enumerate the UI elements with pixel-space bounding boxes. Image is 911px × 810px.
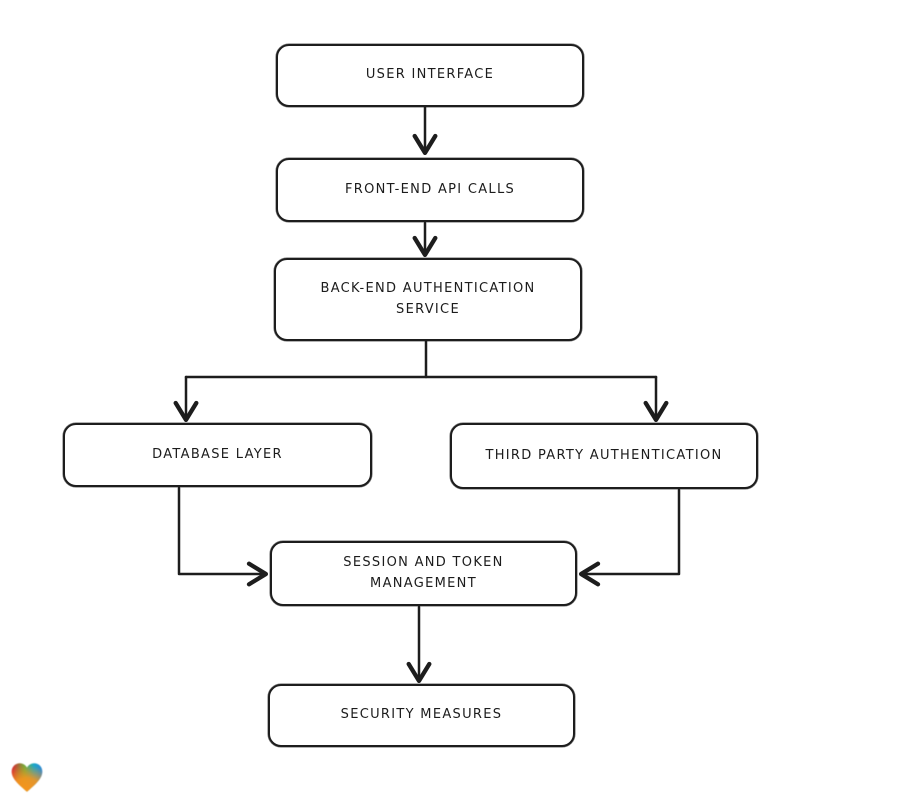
heart-icon bbox=[11, 763, 43, 792]
node-label-user-interface: USER INTERFACE bbox=[365, 67, 495, 83]
node-label-database-layer: DATABASE LAYER bbox=[152, 446, 283, 462]
edge-database-layer-to-session-token bbox=[177, 486, 269, 587]
node-security-measures: SECURITY MEASURES bbox=[268, 684, 575, 747]
node-user-interface: USER INTERFACE bbox=[276, 44, 584, 107]
node-label-security-measures: SECURITY MEASURES bbox=[340, 707, 503, 723]
edge-third-party-to-session-token bbox=[578, 488, 681, 587]
gradient-heart-logo[interactable] bbox=[9, 760, 45, 795]
node-label-back-end-authentication-service: BACK-END AUTHENTICATION SERVICE bbox=[320, 280, 536, 317]
node-database-layer: DATABASE LAYER bbox=[63, 423, 372, 487]
node-label-third-party-authentication: THIRD PARTY AUTHENTICATION bbox=[485, 447, 723, 463]
node-third-party-authentication: THIRD PARTY AUTHENTICATION bbox=[450, 423, 758, 489]
node-label-session-and-token-management: SESSION AND TOKEN MANAGEMENT bbox=[343, 554, 504, 591]
node-front-end-api-calls: FRONT-END API CALLS bbox=[276, 158, 584, 222]
node-session-and-token-management: SESSION AND TOKEN MANAGEMENT bbox=[270, 541, 577, 606]
node-label-front-end-api-calls: FRONT-END API CALLS bbox=[344, 181, 516, 197]
node-back-end-authentication-service: BACK-END AUTHENTICATION SERVICE bbox=[274, 258, 582, 341]
